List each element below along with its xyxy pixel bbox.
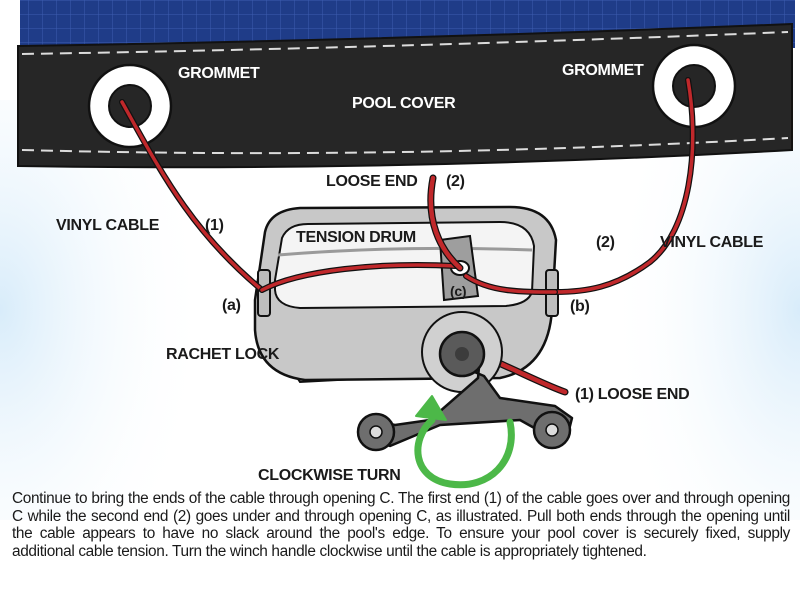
clockwise-arrow-icon: [414, 395, 515, 489]
rachet-lock-label: RACHET LOCK: [166, 346, 280, 363]
vinyl-cable: [119, 77, 696, 396]
grommet-left-icon: [87, 63, 173, 149]
loose-end-bottom-label: (1) LOOSE END: [575, 386, 690, 403]
pool-cover-label: POOL COVER: [352, 95, 456, 112]
pool-cover-band: [17, 22, 793, 169]
background-glow-right: [560, 100, 800, 520]
instruction-caption: Continue to bring the ends of the cable …: [12, 490, 790, 560]
vinyl-cable-right-label: VINYL CABLE: [660, 234, 764, 251]
grommet-right-label: GROMMET: [562, 62, 644, 79]
vinyl-cable-left-number: (1): [205, 217, 224, 234]
vinyl-cable-left-label: VINYL CABLE: [56, 217, 160, 234]
loose-end-top-number: (2): [446, 173, 465, 190]
winch-handle-icon: [356, 311, 574, 452]
opening-a-label: (a): [222, 297, 241, 314]
background-glow-left: [0, 100, 260, 520]
loose-end-top-label: LOOSE END: [326, 173, 418, 190]
tension-drum-label: TENSION DRUM: [296, 229, 416, 246]
opening-b-label: (b): [570, 298, 590, 315]
opening-c-label: (c): [450, 283, 467, 299]
clockwise-turn-label: CLOCKWISE TURN: [258, 467, 401, 484]
cover-stitch-bottom: [21, 137, 789, 155]
cover-stitch-top: [21, 31, 789, 55]
grommet-left-label: GROMMET: [178, 65, 260, 82]
vinyl-cable-right-number: (2): [596, 234, 615, 251]
